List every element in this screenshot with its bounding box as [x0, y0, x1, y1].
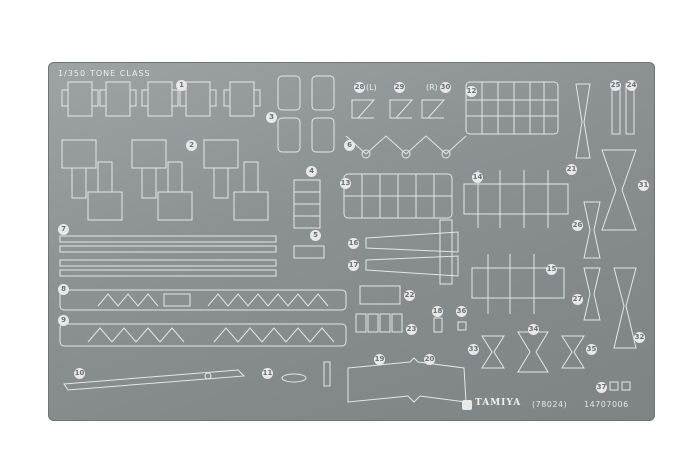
part-12-grid	[465, 81, 559, 135]
part-number-1: 1	[176, 80, 187, 91]
part-2-group	[61, 139, 269, 221]
part-number-21: 21	[566, 164, 577, 175]
part-number-12: 12	[466, 86, 477, 97]
photo-etch-fret: 1/350 TONE CLASS 1 2 3 4 5 6 7 8 9 10 11…	[48, 62, 655, 421]
part-5	[293, 245, 325, 259]
part-number-13: 13	[340, 178, 351, 189]
part-number-33: 33	[468, 344, 479, 355]
part-number-25: 25	[610, 80, 621, 91]
part-number-18: 18	[432, 306, 443, 317]
right-column-parts	[575, 83, 637, 349]
part-19-20	[347, 357, 467, 403]
part-6-group	[345, 135, 467, 159]
right-side-label: (R)	[426, 83, 438, 92]
brand-name: TAMIYA	[475, 398, 522, 408]
part-code: 14707006	[584, 400, 629, 409]
part-number-3: 3	[266, 112, 277, 123]
item-code: (78024)	[532, 400, 568, 409]
part-number-8: 8	[58, 284, 69, 295]
part-number-31: 31	[638, 180, 649, 191]
part-number-6: 6	[344, 140, 355, 151]
part-4-group	[293, 179, 321, 229]
part-1-group	[61, 81, 261, 117]
part-number-9: 9	[58, 315, 69, 326]
part-number-22: 22	[404, 290, 415, 301]
part-18	[433, 317, 443, 333]
part-number-10: 10	[74, 368, 85, 379]
part-number-7: 7	[58, 224, 69, 235]
part-number-2: 2	[186, 140, 197, 151]
tamiya-star-logo	[462, 400, 472, 410]
part-number-14: 14	[472, 172, 483, 183]
part-number-4: 4	[306, 166, 317, 177]
part-3-group	[277, 75, 335, 153]
part-7-rails	[59, 235, 277, 277]
class-label: TONE CLASS	[90, 69, 151, 78]
part-number-23: 23	[406, 324, 417, 335]
part-number-16: 16	[348, 238, 359, 249]
part-number-11: 11	[262, 368, 273, 379]
part-number-30: 30	[440, 82, 451, 93]
part-number-26: 26	[572, 220, 583, 231]
part-36	[457, 321, 467, 331]
part-15	[471, 254, 565, 314]
part-8-truss	[59, 289, 347, 311]
part-9-truss	[59, 323, 347, 347]
part-number-29: 29	[394, 82, 405, 93]
part-22-23	[355, 285, 403, 333]
part-16-17	[365, 219, 459, 285]
etched-parts-artwork	[59, 75, 637, 403]
part-number-35: 35	[586, 344, 597, 355]
part-13-grid	[343, 173, 453, 219]
part-11	[281, 361, 331, 387]
part-number-27: 27	[572, 294, 583, 305]
part-number-37: 37	[596, 382, 607, 393]
part-28-30-group	[351, 99, 446, 119]
part-number-28: 28	[354, 82, 365, 93]
part-number-34: 34	[528, 324, 539, 335]
part-number-32: 32	[634, 332, 645, 343]
part-33-35	[481, 331, 585, 373]
left-side-label: (L)	[366, 83, 377, 92]
part-number-15: 15	[546, 264, 557, 275]
scale-label: 1/350	[58, 69, 87, 78]
part-number-5: 5	[310, 230, 321, 241]
part-10	[63, 369, 246, 391]
part-number-19: 19	[374, 354, 385, 365]
part-number-24: 24	[626, 80, 637, 91]
part-number-17: 17	[348, 260, 359, 271]
part-number-20: 20	[424, 354, 435, 365]
part-37	[609, 381, 631, 391]
part-number-36: 36	[456, 306, 467, 317]
